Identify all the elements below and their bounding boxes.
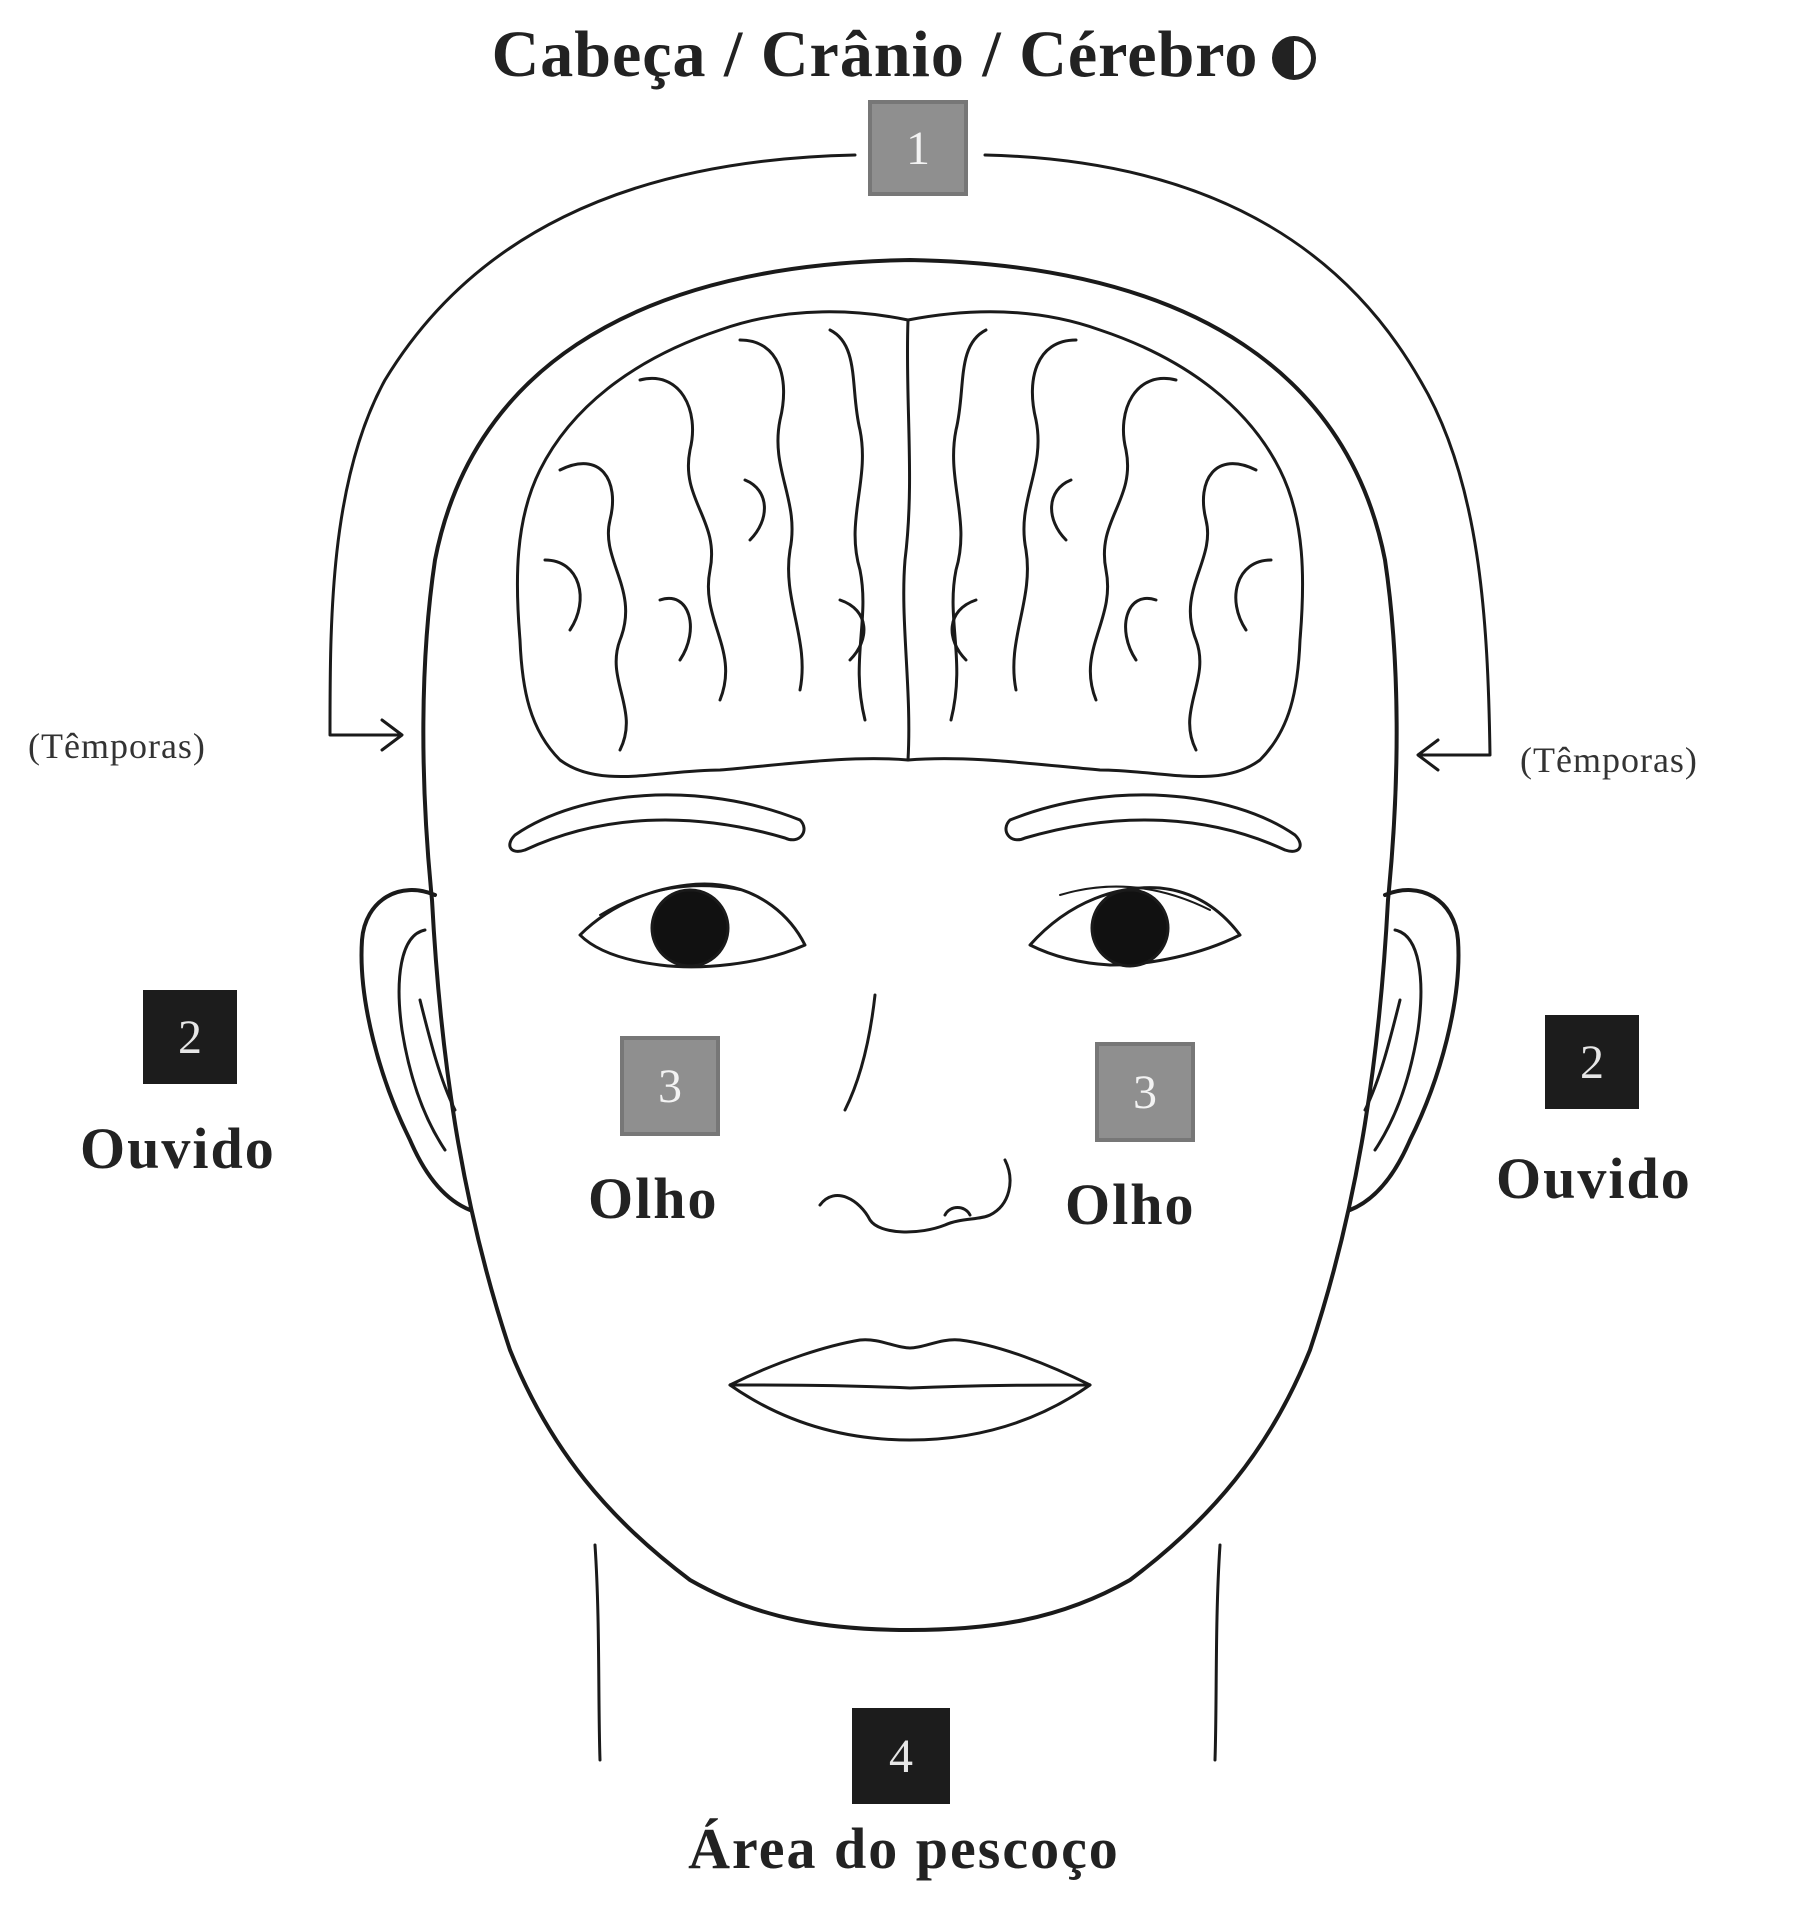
eye-left-label: Olho — [588, 1170, 719, 1228]
right-pupil — [1092, 890, 1168, 966]
region-2-ear-left-marker: 2 — [143, 990, 237, 1084]
left-ear — [362, 890, 470, 1210]
lower-lip — [730, 1385, 1090, 1440]
nose-line — [845, 995, 875, 1110]
head-bracket-arc — [330, 155, 855, 735]
region-2-ear-right-marker: 2 — [1545, 1015, 1639, 1109]
ear-left-label: Ouvido — [80, 1120, 276, 1178]
region-4-neck-marker: 4 — [852, 1708, 950, 1804]
head-bracket-arc-right — [985, 155, 1490, 755]
region-1-head-marker: 1 — [868, 100, 968, 196]
neck-right — [1215, 1545, 1220, 1760]
diagram-title: Cabeça / Crânio / Cérebro — [0, 22, 1808, 88]
ear-right-label: Ouvido — [1496, 1150, 1692, 1208]
region-3-eye-right-marker: 3 — [1095, 1042, 1195, 1142]
brain-outline — [517, 312, 1302, 777]
nose-bottom — [820, 1160, 1010, 1232]
moon-half-icon — [1272, 36, 1316, 80]
temple-label-left: (Têmporas) — [28, 728, 206, 764]
brain-midline — [904, 320, 910, 760]
left-eyebrow — [510, 795, 804, 851]
right-ear — [1350, 890, 1458, 1210]
right-eyebrow — [1006, 795, 1300, 851]
neck-left — [595, 1545, 600, 1760]
title-text: Cabeça / Crânio / Cérebro — [492, 18, 1259, 91]
neck-label: Área do pescoço — [0, 1820, 1808, 1878]
temple-label-right: (Têmporas) — [1520, 742, 1698, 778]
upper-lip — [730, 1340, 1090, 1388]
region-3-eye-left-marker: 3 — [620, 1036, 720, 1136]
eye-right-label: Olho — [1065, 1176, 1196, 1234]
left-pupil — [652, 890, 728, 966]
